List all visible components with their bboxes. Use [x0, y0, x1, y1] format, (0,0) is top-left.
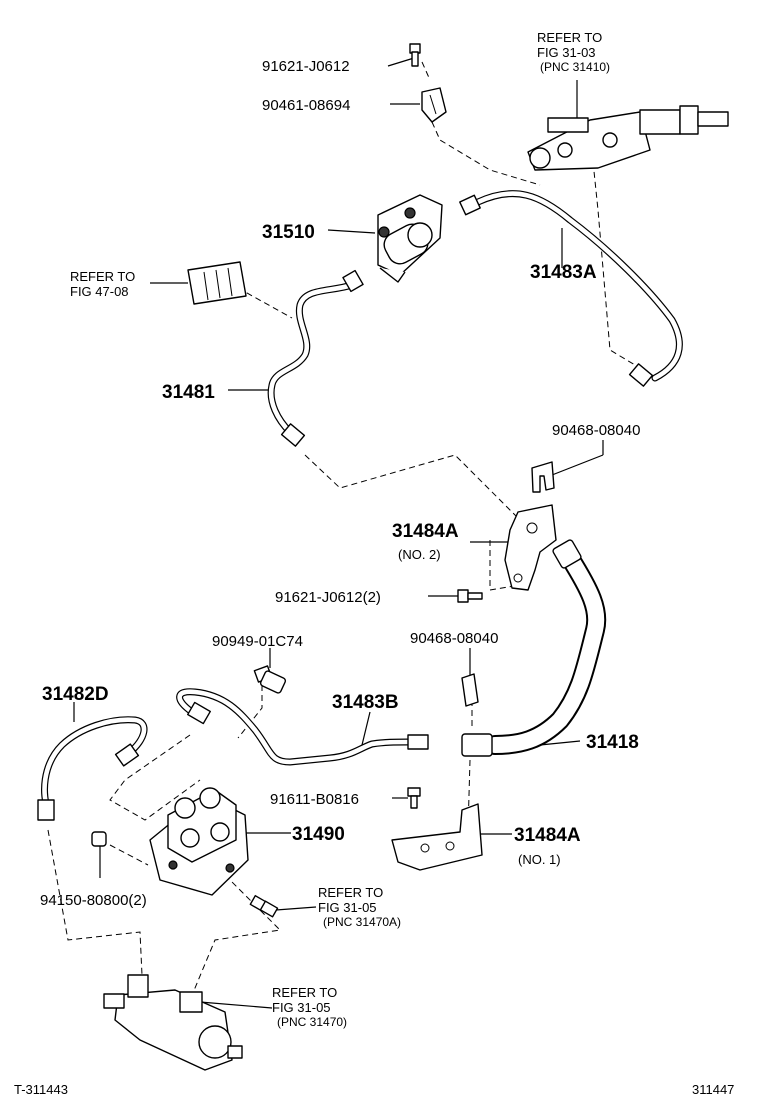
footer-page-id: 311447	[692, 1082, 734, 1097]
bolt-91621-j0612-2[interactable]	[457, 589, 483, 603]
nut-94150-80800[interactable]	[91, 831, 107, 847]
ref-fig31-03-line2: FIG 31-03	[537, 45, 596, 60]
hose-31418[interactable]	[461, 539, 607, 757]
label-31484a-no2: 31484A	[392, 521, 459, 542]
leader-lines	[73, 57, 604, 1009]
ref-fig31-05a-line3: (PNC 31470A)	[323, 915, 401, 929]
pipe-31481[interactable]	[267, 269, 364, 447]
label-31418: 31418	[586, 732, 639, 753]
label-31481: 31481	[162, 382, 215, 403]
note-no1: (NO. 1)	[518, 852, 561, 867]
bolt-91611-b0816[interactable]	[407, 787, 421, 809]
ref-fig47-08-line2: FIG 47-08	[70, 284, 129, 299]
ref-fig31-05-line3: (PNC 31470)	[277, 1015, 347, 1029]
bleeder-fig31-05-a[interactable]	[249, 894, 279, 918]
label-94150-80800: 94150-80800(2)	[40, 892, 147, 909]
ref-fig31-05a-line2: FIG 31-05	[318, 900, 377, 915]
pipe-31483a[interactable]	[459, 190, 683, 387]
label-90468-08040-mid: 90468-08040	[410, 630, 498, 647]
label-91621-j0612-2: 91621-J0612(2)	[275, 589, 381, 606]
bracket-31484a-no2[interactable]	[504, 504, 557, 591]
label-91611-b0816: 91611-B0816	[270, 791, 359, 808]
label-90461-08694: 90461-08694	[262, 97, 350, 114]
release-cylinder-fig31-05[interactable]	[103, 974, 243, 1071]
master-cylinder-fig31-03[interactable]	[527, 105, 729, 171]
part-labels: 91621-J0612 90461-08694 REFER TO FIG 31-…	[14, 30, 734, 1097]
label-90949-01c74: 90949-01C74	[212, 633, 303, 650]
ref-fig31-03-line3: (PNC 31410)	[540, 60, 610, 74]
bolt-91621-j0612-top[interactable]	[409, 43, 421, 67]
assembly-dashed-lines	[47, 61, 636, 1001]
bracket-31484a-no1[interactable]	[391, 803, 483, 871]
label-91621-j0612-top: 91621-J0612	[262, 58, 350, 75]
label-31482d: 31482D	[42, 684, 109, 705]
label-31484a-no1: 31484A	[514, 825, 581, 846]
note-no2: (NO. 2)	[398, 547, 441, 562]
ref-fig31-05-line2: FIG 31-05	[272, 1000, 331, 1015]
valve-31510[interactable]	[377, 194, 443, 283]
ref-fig31-03-line1: REFER TO	[537, 30, 602, 45]
label-31483a: 31483A	[530, 262, 597, 283]
clip-fig47-08[interactable]	[187, 261, 247, 305]
clip-90468-08040-top[interactable]	[531, 461, 555, 493]
label-31510: 31510	[262, 222, 315, 243]
ref-fig31-05-line1: REFER TO	[272, 985, 337, 1000]
footer-figure-id: T-311443	[14, 1082, 68, 1097]
label-31490: 31490	[292, 824, 345, 845]
clip-90461-08694[interactable]	[421, 87, 447, 123]
ref-fig31-05a-line1: REFER TO	[318, 885, 383, 900]
label-90468-08040-top: 90468-08040	[552, 422, 640, 439]
bolt-90949-01c74[interactable]	[253, 665, 287, 694]
pipe-31482d[interactable]	[37, 716, 148, 821]
label-31483b: 31483B	[332, 692, 399, 713]
valve-31490[interactable]	[149, 787, 249, 896]
clip-90468-08040-mid[interactable]	[461, 673, 479, 707]
pipe-31483b[interactable]	[176, 688, 429, 766]
ref-fig47-08-line1: REFER TO	[70, 269, 135, 284]
